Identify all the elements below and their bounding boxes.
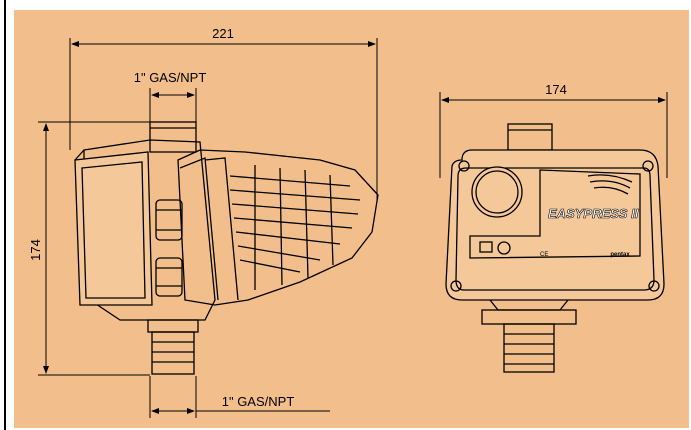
side-front-cover xyxy=(74,151,153,306)
front-screw-bottom-left xyxy=(450,280,462,292)
front-screw-bottom-right xyxy=(648,280,660,292)
dim-label-221: 221 xyxy=(212,26,234,41)
page-left-border xyxy=(0,0,6,430)
front-led-block xyxy=(479,241,493,253)
side-outlet-nut xyxy=(147,319,199,333)
side-cable-gland-upper xyxy=(155,199,183,241)
dim-label-174-height: 174 xyxy=(28,239,43,261)
side-bottom-outlet xyxy=(151,331,195,375)
front-dimensions xyxy=(439,92,668,178)
front-bottom-outlet xyxy=(503,323,555,373)
front-view xyxy=(445,123,665,373)
dim-label-bottom-thread: 1" GAS/NPT xyxy=(222,394,295,409)
dim-label-174-width: 174 xyxy=(545,82,567,97)
front-screw-top-right xyxy=(642,160,654,172)
side-pump-body xyxy=(177,149,379,306)
front-pressure-gauge xyxy=(471,166,523,218)
dim-label-top-thread: 1" GAS/NPT xyxy=(134,70,207,85)
front-screw-top-left xyxy=(458,160,470,172)
side-dimensions xyxy=(38,38,378,418)
side-cable-gland-lower xyxy=(155,257,183,297)
side-view xyxy=(74,121,379,375)
front-outlet-nut xyxy=(481,309,577,325)
front-logo-text: EASYPRESS II xyxy=(548,206,639,221)
side-top-inlet xyxy=(149,121,197,153)
front-ce-mark: CE xyxy=(540,252,548,258)
front-brand-text: pentax xyxy=(610,252,630,258)
front-reset-button xyxy=(497,241,511,255)
front-housing xyxy=(445,149,665,301)
front-control-panel xyxy=(469,169,641,259)
front-top-inlet xyxy=(507,123,553,151)
front-swoosh xyxy=(587,174,633,183)
